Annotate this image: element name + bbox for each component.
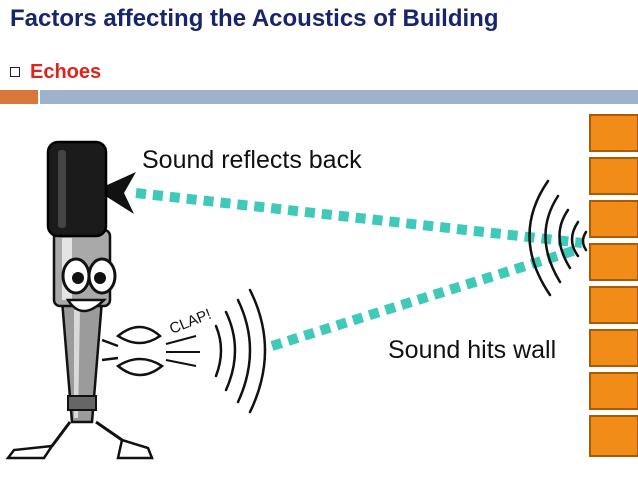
label-sound-hits-wall: Sound hits wall [388,336,556,364]
bullet-echoes: Echoes [30,60,102,83]
brick-wall-icon [589,114,638,457]
header-bar [40,90,638,104]
reflected-sound-path [135,188,583,248]
microphone-character-icon [5,140,200,460]
bullet-row: Echoes [10,58,101,86]
wall-sound-waves-icon [528,179,588,297]
accent-bar [0,90,38,104]
bullet-square-icon [10,67,20,77]
slide-title: Factors affecting the Acoustics of Build… [10,5,499,32]
clap-sound-waves-icon [214,288,267,414]
incident-sound-path [270,245,578,351]
label-sound-reflects-back: Sound reflects back [142,146,362,174]
arrowhead-icon [96,172,136,214]
label-clap: CLAP! [167,306,214,338]
